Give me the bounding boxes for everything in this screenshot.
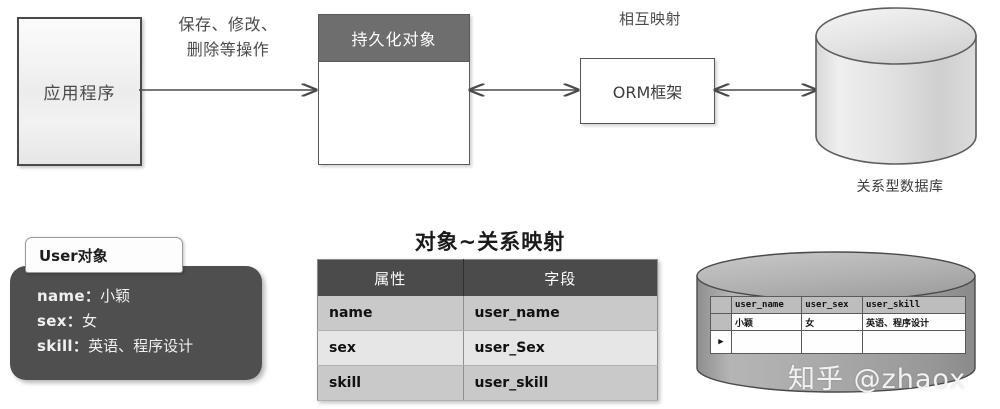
table-row: sex user_Sex — [317, 330, 658, 366]
persistence-object-title: 持久化对象 — [351, 30, 437, 49]
object-field-key: name — [37, 287, 85, 305]
mapping-table-header-cell: 属性 — [317, 259, 464, 296]
mapping-table-cell-field: user_Sex — [463, 330, 658, 366]
orm-framework-label: ORM框架 — [612, 83, 683, 102]
operations-label: 保存、修改、 删除等操作 — [152, 12, 304, 62]
object-field-row: skill：英语、程序设计 — [37, 334, 262, 359]
table-row-new: ▶ — [710, 330, 967, 354]
database-grid-cell-empty — [801, 330, 863, 354]
table-row: 小颖 女 英语、程序设计 — [710, 313, 967, 331]
persistence-object-header: 持久化对象 — [319, 15, 469, 62]
database-grid-header-cell: user_name — [730, 296, 803, 314]
mapping-table-cell-attribute: name — [317, 296, 464, 331]
object-field-key: sex — [37, 312, 67, 330]
object-field-separator: ： — [84, 287, 101, 305]
object-field-value: 英语、程序设计 — [88, 337, 194, 355]
object-field-row: sex：女 — [37, 309, 262, 334]
user-object-tab-label: User对象 — [39, 246, 108, 265]
user-object-tab: User对象 — [25, 237, 183, 273]
row-selector-cell[interactable] — [710, 313, 732, 331]
user-object-card: name：小颖 sex：女 skill：英语、程序设计 — [10, 266, 262, 380]
mapping-table-cell-field: user_name — [463, 296, 658, 331]
database-grid-cell-user-sex: 女 — [801, 313, 863, 331]
object-field-separator: ： — [66, 312, 82, 330]
mapping-table-header-cell: 字段 — [463, 259, 658, 296]
object-field-row: name：小颖 — [37, 284, 262, 309]
operations-label-line1: 保存、修改、 — [178, 15, 278, 34]
database-grid-header-cell: user_sex — [801, 296, 863, 314]
mapping-table-cell-field: user_skill — [463, 365, 658, 401]
mapping-table-cell-attribute: sex — [317, 330, 464, 366]
watermark: 知乎 @zhaox — [788, 364, 967, 395]
database-grid-header-row: user_name user_sex user_skill — [710, 296, 967, 314]
table-row: name user_name — [317, 296, 658, 331]
operations-label-line2: 删除等操作 — [186, 40, 270, 59]
table-row: skill user_skill — [317, 365, 658, 401]
database-grid-cell-empty — [861, 330, 967, 354]
object-field-value: 女 — [82, 312, 98, 330]
database-grid-cell-user-skill: 英语、程序设计 — [861, 313, 967, 331]
database-cylinder-icon — [815, 7, 977, 165]
orm-framework-box: ORM框架 — [580, 58, 715, 124]
new-row-marker-icon[interactable]: ▶ — [710, 330, 732, 354]
object-field-key: skill — [37, 337, 73, 355]
database-grid-cell-user-name: 小颖 — [730, 313, 803, 331]
mutual-mapping-label: 相互映射 — [618, 10, 681, 28]
mapping-table-header-row: 属性 字段 — [317, 259, 658, 296]
mapping-table-title: 对象~关系映射 — [414, 230, 566, 254]
object-field-separator: ： — [72, 337, 89, 355]
persistence-object-box: 持久化对象 — [318, 14, 470, 165]
relational-database-label: 关系型数据库 — [856, 179, 944, 195]
database-record-grid: user_name user_sex user_skill 小颖 女 英语、程序… — [710, 296, 967, 354]
database-grid-header-cell: user_skill — [861, 296, 967, 314]
application-program-box: 应用程序 — [17, 17, 142, 166]
object-field-value: 小颖 — [100, 287, 131, 305]
mapping-table: 属性 字段 name user_name sex user_Sex skill … — [317, 259, 658, 401]
application-program-label: 应用程序 — [43, 84, 116, 104]
row-selector-header — [710, 296, 732, 314]
database-grid-cell-empty — [730, 330, 803, 354]
mapping-table-cell-attribute: skill — [317, 365, 464, 401]
